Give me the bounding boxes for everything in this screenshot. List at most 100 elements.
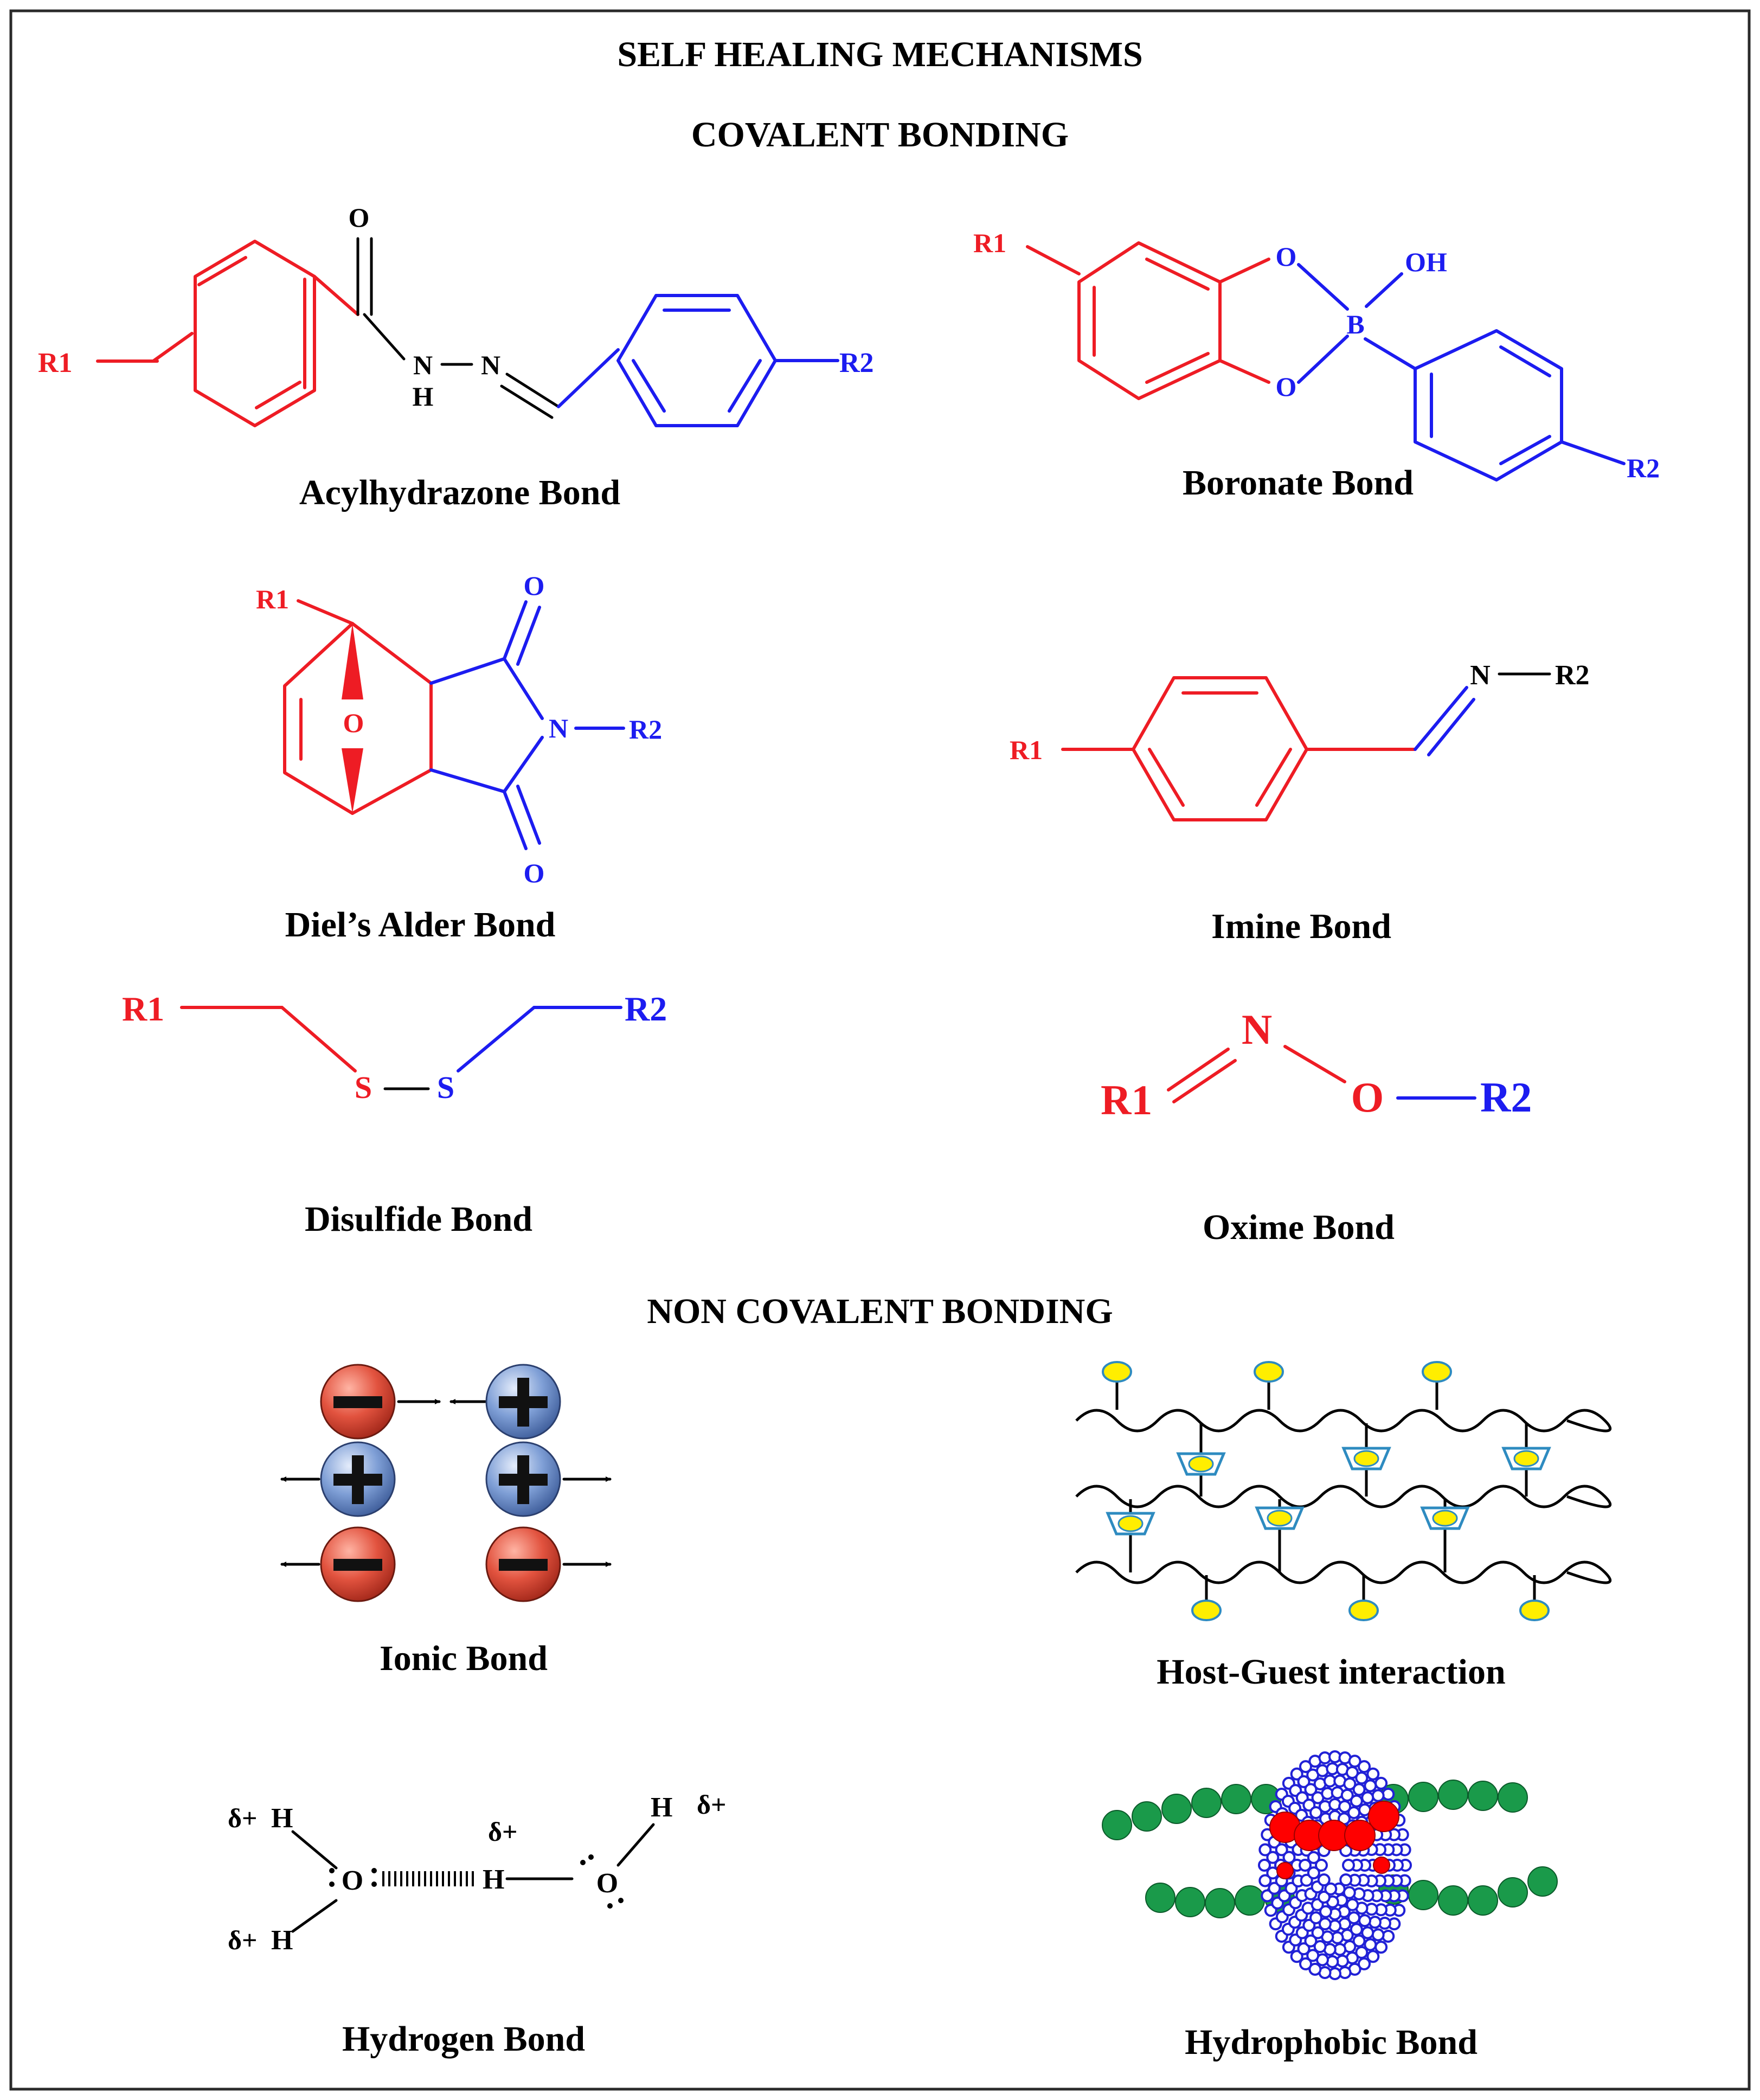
boronate-r1-label: R1	[973, 228, 1006, 258]
polymer-chain	[1075, 1485, 1612, 1508]
acylhydrazone-structure: R1 O N H N R2	[38, 202, 874, 427]
hydrophobic-diagram	[1102, 1750, 1558, 1980]
hydrophobic-core-unit	[1344, 1820, 1376, 1851]
hydrophobic-core-unit	[1276, 1862, 1294, 1879]
diels-alder-r2-label: R2	[629, 714, 662, 744]
delta-plus-1: δ+	[228, 1803, 257, 1833]
plus-icon	[333, 1455, 382, 1504]
hydrophobic-chain-bead	[1132, 1801, 1162, 1832]
hydrophobic-chain-bead	[1408, 1782, 1438, 1812]
imine-r1-label: R1	[1010, 735, 1043, 765]
oxime-r1-label: R1	[1101, 1076, 1152, 1123]
guest-molecule	[1102, 1361, 1132, 1383]
diels-alder-structure: R1 O O O N R2	[256, 570, 662, 888]
acylhydrazone-r2-ring	[616, 294, 777, 427]
diels-alder-o-top: O	[524, 570, 545, 601]
plus-icon	[499, 1378, 548, 1427]
guest-molecule	[1422, 1361, 1452, 1383]
host-macrocycle	[1420, 1506, 1470, 1530]
oxime-o-atom: O	[1351, 1074, 1384, 1121]
disulfide-s1: S	[355, 1070, 372, 1105]
diels-alder-n-atom: N	[549, 713, 568, 743]
hydrophobic-caption: Hydrophobic Bond	[1185, 2022, 1478, 2062]
water2-o-atom: O	[596, 1868, 618, 1899]
ion-positive-2	[320, 1441, 396, 1517]
hydrophobic-chain-bead	[1235, 1885, 1265, 1916]
h-atom-1: H	[271, 1803, 293, 1834]
boronate-o-top: O	[1276, 241, 1297, 272]
delta-plus-2: δ+	[228, 1925, 257, 1955]
polymer-chain	[1075, 1560, 1612, 1584]
acylhydrazone-carbonyl-o: O	[349, 202, 370, 233]
host-macrocycle	[1255, 1506, 1305, 1530]
hydrophobic-chain-bead	[1205, 1888, 1235, 1918]
hydrophobic-chain-bead	[1145, 1883, 1176, 1913]
boronate-b-atom: B	[1346, 309, 1364, 339]
acylhydrazone-nh-h: H	[413, 381, 434, 412]
imine-n-atom: N	[1470, 660, 1491, 691]
diels-alder-r1-label: R1	[256, 584, 289, 614]
diels-alder-o-bottom: O	[524, 858, 545, 888]
hydrophobic-chain-bead	[1221, 1784, 1251, 1814]
guest-molecule	[1188, 1455, 1214, 1473]
host-guest-caption: Host-Guest interaction	[1157, 1652, 1505, 1692]
hydrophobic-chain-bead	[1175, 1887, 1205, 1917]
oxime-n-atom: N	[1242, 1006, 1272, 1053]
hydrophobic-core-unit	[1373, 1857, 1390, 1874]
disulfide-r2-label: R2	[625, 990, 667, 1028]
acylhydrazone-r2-label: R2	[839, 348, 874, 378]
acylhydrazone-caption: Acylhydrazone Bond	[299, 473, 620, 512]
oxime-structure: R1 N O R2	[1101, 1006, 1532, 1123]
guest-molecule	[1267, 1510, 1293, 1527]
minus-icon	[333, 1559, 382, 1571]
h-atom-2: H	[271, 1925, 293, 1956]
disulfide-s2: S	[437, 1070, 454, 1105]
hydrophobic-chain-bead	[1161, 1794, 1192, 1824]
hydrogen-bond-diagram: δ+ H O δ+ H δ+ H O H δ+	[228, 1789, 726, 1956]
oxime-caption: Oxime Bond	[1203, 1208, 1395, 1247]
acylhydrazone-nh-n: N	[413, 350, 433, 380]
disulfide-structure: R1 S S R2	[122, 990, 667, 1105]
ion-positive-3	[485, 1441, 561, 1517]
minus-icon	[499, 1559, 548, 1571]
minus-icon	[333, 1396, 382, 1408]
delta-plus-3: δ+	[488, 1816, 517, 1847]
guest-molecule	[1353, 1450, 1379, 1467]
hydrophobic-core-unit	[1368, 1801, 1399, 1832]
host-macrocycle	[1106, 1512, 1155, 1536]
ionic-caption: Ionic Bond	[380, 1639, 548, 1678]
acylhydrazone-r1-label: R1	[38, 348, 73, 378]
figure-border	[9, 9, 1751, 2091]
hydrophobic-chain-bead	[1527, 1866, 1558, 1897]
guest-molecule	[1117, 1515, 1144, 1532]
ion-positive-1	[485, 1364, 561, 1440]
hydrophobic-chain-bead	[1498, 1782, 1528, 1813]
host-guest-diagram	[1075, 1361, 1612, 1621]
h-atom-3: H	[483, 1864, 504, 1895]
hydrophobic-chain-bead	[1468, 1885, 1498, 1916]
ion-negative-3	[485, 1526, 561, 1602]
hydrophobic-chain-bead	[1498, 1877, 1528, 1908]
imine-structure: R1 N R2	[1010, 660, 1590, 821]
boronate-structure: R1 O O B OH R2	[973, 228, 1660, 483]
water1-o-atom: O	[342, 1865, 363, 1896]
hydrophobic-chain-bead	[1468, 1781, 1498, 1811]
guest-molecule	[1191, 1600, 1222, 1621]
boronate-r2-label: R2	[1627, 453, 1660, 483]
hydrophobic-chain-bead	[1438, 1885, 1468, 1916]
oxime-r2-label: R2	[1480, 1074, 1532, 1121]
hydrophobic-chain-bead	[1438, 1780, 1468, 1810]
host-macrocycle	[1501, 1447, 1551, 1470]
figure-title: SELF HEALING MECHANISMS	[617, 35, 1142, 74]
imine-r2-label: R2	[1555, 660, 1590, 691]
acylhydrazone-r1-ring	[152, 240, 316, 427]
guest-molecule	[1513, 1450, 1539, 1467]
ion-negative-2	[320, 1526, 396, 1602]
diels-alder-bridge-o: O	[343, 708, 364, 738]
guest-molecule	[1519, 1600, 1550, 1621]
imine-caption: Imine Bond	[1211, 907, 1391, 946]
boronate-oh: OH	[1405, 247, 1447, 277]
hydrogen-caption: Hydrogen Bond	[342, 2019, 585, 2059]
hydrophobic-chain-bead	[1408, 1880, 1438, 1910]
section-non-covalent-heading: NON COVALENT BONDING	[647, 1292, 1113, 1331]
